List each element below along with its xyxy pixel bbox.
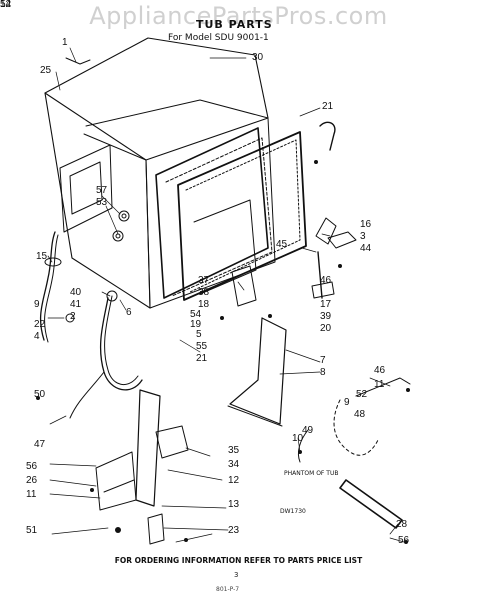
- lower-brackets: [95, 317, 287, 545]
- print-code: 801-P-7: [216, 586, 240, 593]
- callout-label: 4: [34, 331, 40, 342]
- drawing-number: DW1730: [280, 508, 306, 515]
- callout-label: 20: [320, 323, 332, 334]
- callout-label: 40: [70, 287, 82, 298]
- callout-label: 23: [228, 525, 240, 536]
- callout-label: 52: [0, 0, 12, 10]
- callout-label: 25: [40, 65, 52, 76]
- callout-label: 2: [70, 311, 76, 322]
- left-hoses: [39, 57, 143, 419]
- callout-label: 57: [96, 185, 108, 196]
- right-fittings: [231, 121, 411, 529]
- callout-label: 41: [70, 299, 82, 310]
- callout-label: 47: [34, 439, 46, 450]
- callout-label: 1: [62, 37, 68, 48]
- callout-label: 21: [196, 353, 208, 364]
- callout-label: 38: [198, 287, 210, 298]
- callout-label: 11: [374, 379, 385, 390]
- callout-label: 17: [320, 299, 332, 310]
- callout-label: 13: [228, 499, 240, 510]
- callout-label: 9: [344, 397, 350, 408]
- callout-label: 46: [320, 275, 332, 286]
- callout-label: 39: [320, 311, 332, 322]
- callout-label: 10: [292, 433, 304, 444]
- callout-label: 53: [96, 197, 108, 208]
- diagram-title: TUB PARTS: [196, 18, 273, 31]
- site-watermark: AppliancePartsPros.com: [89, 2, 388, 30]
- callout-label: 50: [34, 389, 46, 400]
- leader-lines: [47, 47, 405, 543]
- model-line: For Model SDU 9001-1: [168, 33, 269, 43]
- callout-label: 16: [360, 219, 372, 230]
- callout-label: 5: [196, 329, 202, 340]
- callout-label: 26: [26, 475, 38, 486]
- callout-label: 21: [322, 101, 334, 112]
- fasteners: [36, 160, 410, 544]
- callout-label: 3: [360, 231, 366, 242]
- tub-outer-cabinet: [44, 37, 276, 309]
- callout-label: 56: [398, 535, 410, 546]
- callout-label: 9: [34, 299, 40, 310]
- callout-label: 34: [228, 459, 240, 470]
- callout-label: 45: [276, 239, 288, 250]
- callout-label: 55: [196, 341, 208, 352]
- callout-label: 46: [374, 365, 386, 376]
- callout-label: 49: [302, 425, 314, 436]
- callout-label: 15: [36, 251, 48, 262]
- callout-label: 19: [190, 319, 202, 330]
- phantom-note: PHANTOM OF TUB: [284, 470, 339, 477]
- callout-label: 8: [320, 367, 326, 378]
- callout-label: 6: [126, 307, 132, 318]
- callout-label: 51: [26, 525, 38, 536]
- callout-label: 54: [190, 309, 202, 320]
- callout-label: 22: [34, 319, 46, 330]
- callout-label: 35: [228, 445, 240, 456]
- door-frames: [155, 127, 307, 301]
- ordering-info: FOR ORDERING INFORMATION REFER TO PARTS …: [114, 556, 363, 565]
- callout-label: 7: [320, 355, 326, 366]
- page-number: 3: [234, 571, 239, 579]
- callout-label: 14: [0, 0, 12, 10]
- callout-label: 28: [396, 519, 408, 530]
- callout-label: 56: [26, 461, 38, 472]
- callout-label: 48: [354, 409, 366, 420]
- callout-label: 52: [356, 389, 368, 400]
- callout-label: 12: [228, 475, 240, 486]
- callout-label: 44: [360, 243, 372, 254]
- callout-label: 37: [198, 275, 210, 286]
- callout-label: 30: [252, 52, 264, 63]
- callout-label: 18: [198, 299, 210, 310]
- callout-label: 11: [26, 489, 37, 500]
